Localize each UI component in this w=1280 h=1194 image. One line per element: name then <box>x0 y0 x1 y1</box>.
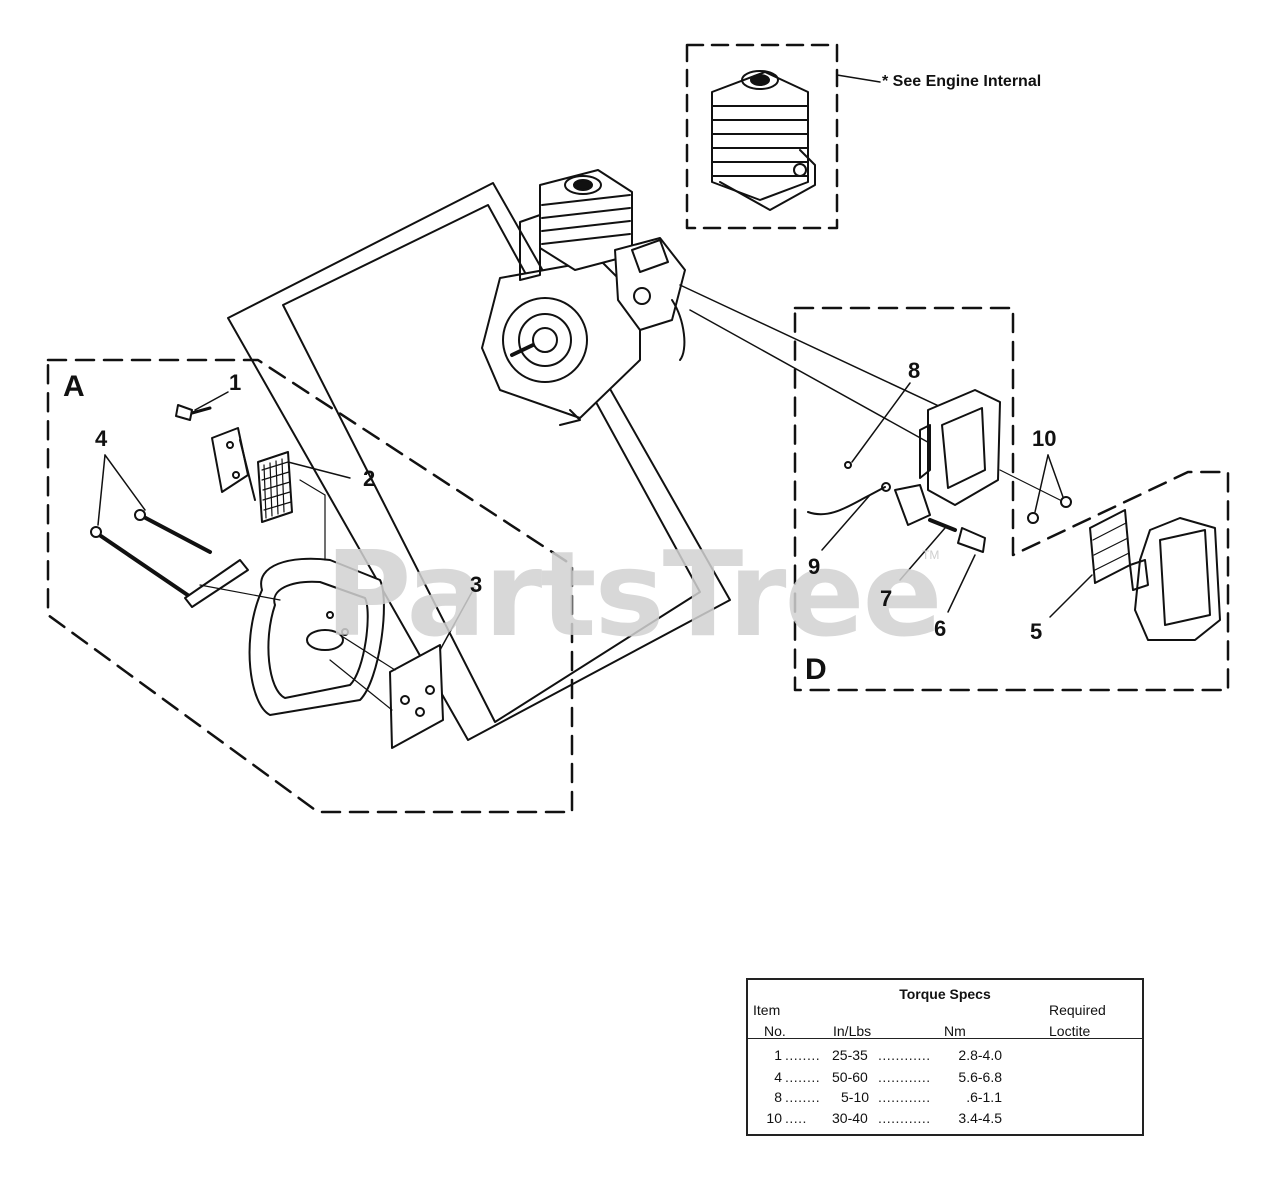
callout-9: 9 <box>808 554 821 579</box>
leader-engine-internal <box>836 74 881 83</box>
row-leader-dots: ........ <box>785 1047 821 1063</box>
torque-specs-title: Torque Specs <box>899 986 991 1002</box>
header-no: No. <box>764 1023 786 1039</box>
row-nm: 2.8-4.0 <box>958 1047 1002 1063</box>
header-rule <box>748 1038 1142 1039</box>
part-9-wire <box>807 482 891 516</box>
row-leader-dots: ........ <box>785 1069 821 1085</box>
callout-8: 8 <box>908 358 921 383</box>
row-inlbs: 5-10 <box>841 1089 870 1105</box>
row-inlbs: 30-40 <box>832 1110 868 1126</box>
callout-3: 3 <box>470 572 483 597</box>
row-item: 1 <box>774 1047 782 1063</box>
table-row: 1 ........ 25-35 ............ 2.8-4.0 <box>748 1047 1008 1065</box>
section-label-a: A <box>63 370 85 403</box>
part-8-pin <box>844 461 852 469</box>
callout-1: 1 <box>229 370 242 395</box>
table-row: 4 ........ 50-60 ............ 5.6-6.8 <box>748 1069 1008 1087</box>
header-loctite: Loctite <box>1049 1023 1091 1039</box>
part-spacer-plate <box>184 559 249 608</box>
part-carb-adapter <box>919 389 1001 506</box>
part-7-primer <box>894 484 957 532</box>
header-required: Required <box>1049 1002 1106 1018</box>
row-nm: .6-1.1 <box>966 1089 1002 1105</box>
row-item: 10 <box>766 1110 782 1126</box>
part-2-screen <box>257 451 293 523</box>
watermark-tm: TM <box>922 548 940 562</box>
part-1-screw <box>175 404 212 421</box>
part-4-bolts <box>90 509 212 600</box>
engine-body <box>481 169 686 426</box>
gasket-frame <box>227 182 731 741</box>
part-10-nuts <box>1027 496 1072 524</box>
section-a-boundary <box>46 358 574 814</box>
row-leader-dots: ............ <box>878 1089 931 1105</box>
row-leader-dots: ........ <box>785 1089 821 1105</box>
table-row: 8 ........ 5-10 ............ .6-1.1 <box>748 1089 1008 1107</box>
part-3-heat-shield <box>389 644 444 749</box>
row-leader-dots: ..... <box>785 1110 807 1126</box>
part-5-filter <box>1089 509 1131 584</box>
torque-specs-table: Torque Specs Item No. In/Lbs Nm Required… <box>746 978 1144 1136</box>
part-6-cap <box>957 527 986 553</box>
cylinder-illustration <box>711 70 816 211</box>
row-item: 8 <box>774 1089 782 1105</box>
callout-2: 2 <box>363 466 376 491</box>
table-row: 10 ..... 30-40 ............ 3.4-4.5 <box>748 1110 1008 1128</box>
header-item: Item <box>753 1002 781 1018</box>
row-inlbs: 25-35 <box>832 1047 868 1063</box>
engine-internal-box <box>685 43 839 230</box>
row-nm: 3.4-4.5 <box>958 1110 1002 1126</box>
part-bracket <box>211 427 256 501</box>
row-inlbs: 50-60 <box>832 1069 868 1085</box>
header-inlbs: In/Lbs <box>833 1023 872 1039</box>
part-air-cover <box>1129 517 1221 641</box>
callout-5: 5 <box>1030 619 1043 644</box>
row-item: 4 <box>774 1069 782 1085</box>
callout-6: 6 <box>934 616 947 641</box>
row-leader-dots: ............ <box>878 1047 931 1063</box>
header-nm: Nm <box>944 1023 966 1039</box>
row-leader-dots: ............ <box>878 1069 931 1085</box>
callout-4: 4 <box>95 426 108 451</box>
see-engine-internal-note: * See Engine Internal <box>882 73 1042 90</box>
callout-7: 7 <box>880 586 893 611</box>
watermark-logo: PartsTree <box>325 525 943 663</box>
row-leader-dots: ............ <box>878 1110 931 1126</box>
callout-10: 10 <box>1032 426 1057 451</box>
section-d-boundary <box>793 306 1230 692</box>
row-nm: 5.6-6.8 <box>958 1069 1002 1085</box>
section-label-d: D <box>805 653 827 686</box>
